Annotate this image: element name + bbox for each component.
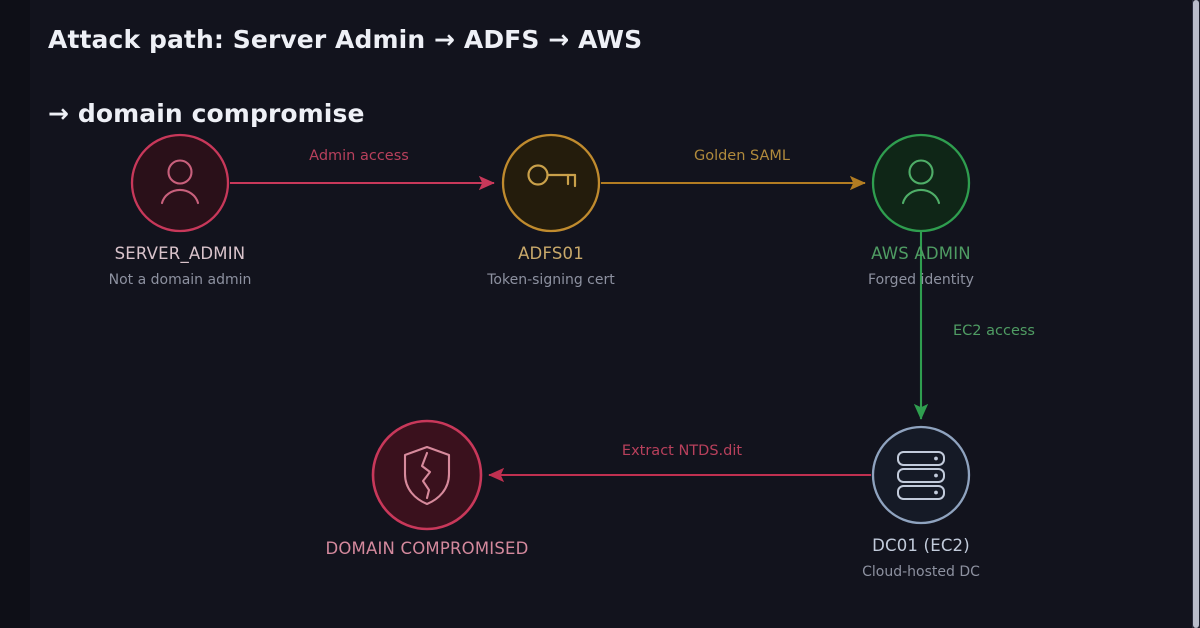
vertical-scrollbar[interactable] (1192, 0, 1200, 628)
node-adfs01[interactable]: ADFS01 Token-signing cert (486, 133, 615, 288)
vertical-scrollbar-thumb[interactable] (1193, 0, 1199, 628)
content-column (30, 0, 1192, 628)
edge-extract-ntds: Extract NTDS.dit (488, 443, 871, 483)
edge-extract-ntds-label: Extract NTDS.dit (622, 443, 742, 459)
edge-golden-saml: Golden SAML (601, 148, 866, 191)
node-domain-compromised-label: DOMAIN COMPROMISED (325, 539, 528, 558)
edge-golden-saml-label: Golden SAML (694, 148, 790, 164)
node-server-admin[interactable]: SERVER_ADMIN Not a domain admin (109, 133, 252, 288)
node-adfs01-circle[interactable] (501, 133, 601, 233)
node-dc01-ec2-sublabel: Cloud-hosted DC (862, 564, 980, 580)
node-dc01-ec2-label: DC01 (EC2) (872, 536, 970, 555)
page-title: Attack path: Server Admin → ADFS → AWS →… (48, 0, 948, 169)
server-stack-icon (897, 451, 945, 500)
node-aws-admin-label: AWS ADMIN (871, 244, 971, 263)
node-aws-admin[interactable]: AWS ADMIN Forged identity (868, 133, 974, 288)
node-aws-admin-sublabel: Forged identity (868, 272, 974, 288)
edge-ec2-access-label: EC2 access (953, 323, 1035, 339)
node-dc01-ec2[interactable]: DC01 (EC2) Cloud-hosted DC (862, 425, 980, 580)
node-dc01-ec2-circle[interactable] (871, 425, 971, 525)
user-icon (901, 159, 941, 205)
edge-admin-access-label: Admin access (309, 148, 409, 164)
node-domain-compromised[interactable]: DOMAIN COMPROMISED (325, 419, 528, 558)
edge-ec2-access: EC2 access (913, 231, 1035, 420)
node-adfs01-sublabel: Token-signing cert (486, 272, 615, 288)
user-icon (160, 159, 200, 205)
page-title-line-2: → domain compromise (48, 99, 365, 128)
page-title-line-1: Attack path: Server Admin → ADFS → AWS (48, 25, 643, 54)
node-server-admin-label: SERVER_ADMIN (115, 244, 246, 264)
edge-admin-access: Admin access (230, 148, 495, 191)
node-adfs01-label: ADFS01 (518, 244, 584, 263)
key-icon (527, 164, 577, 188)
node-server-admin-sublabel: Not a domain admin (109, 272, 252, 288)
broken-shield-icon (403, 445, 451, 506)
